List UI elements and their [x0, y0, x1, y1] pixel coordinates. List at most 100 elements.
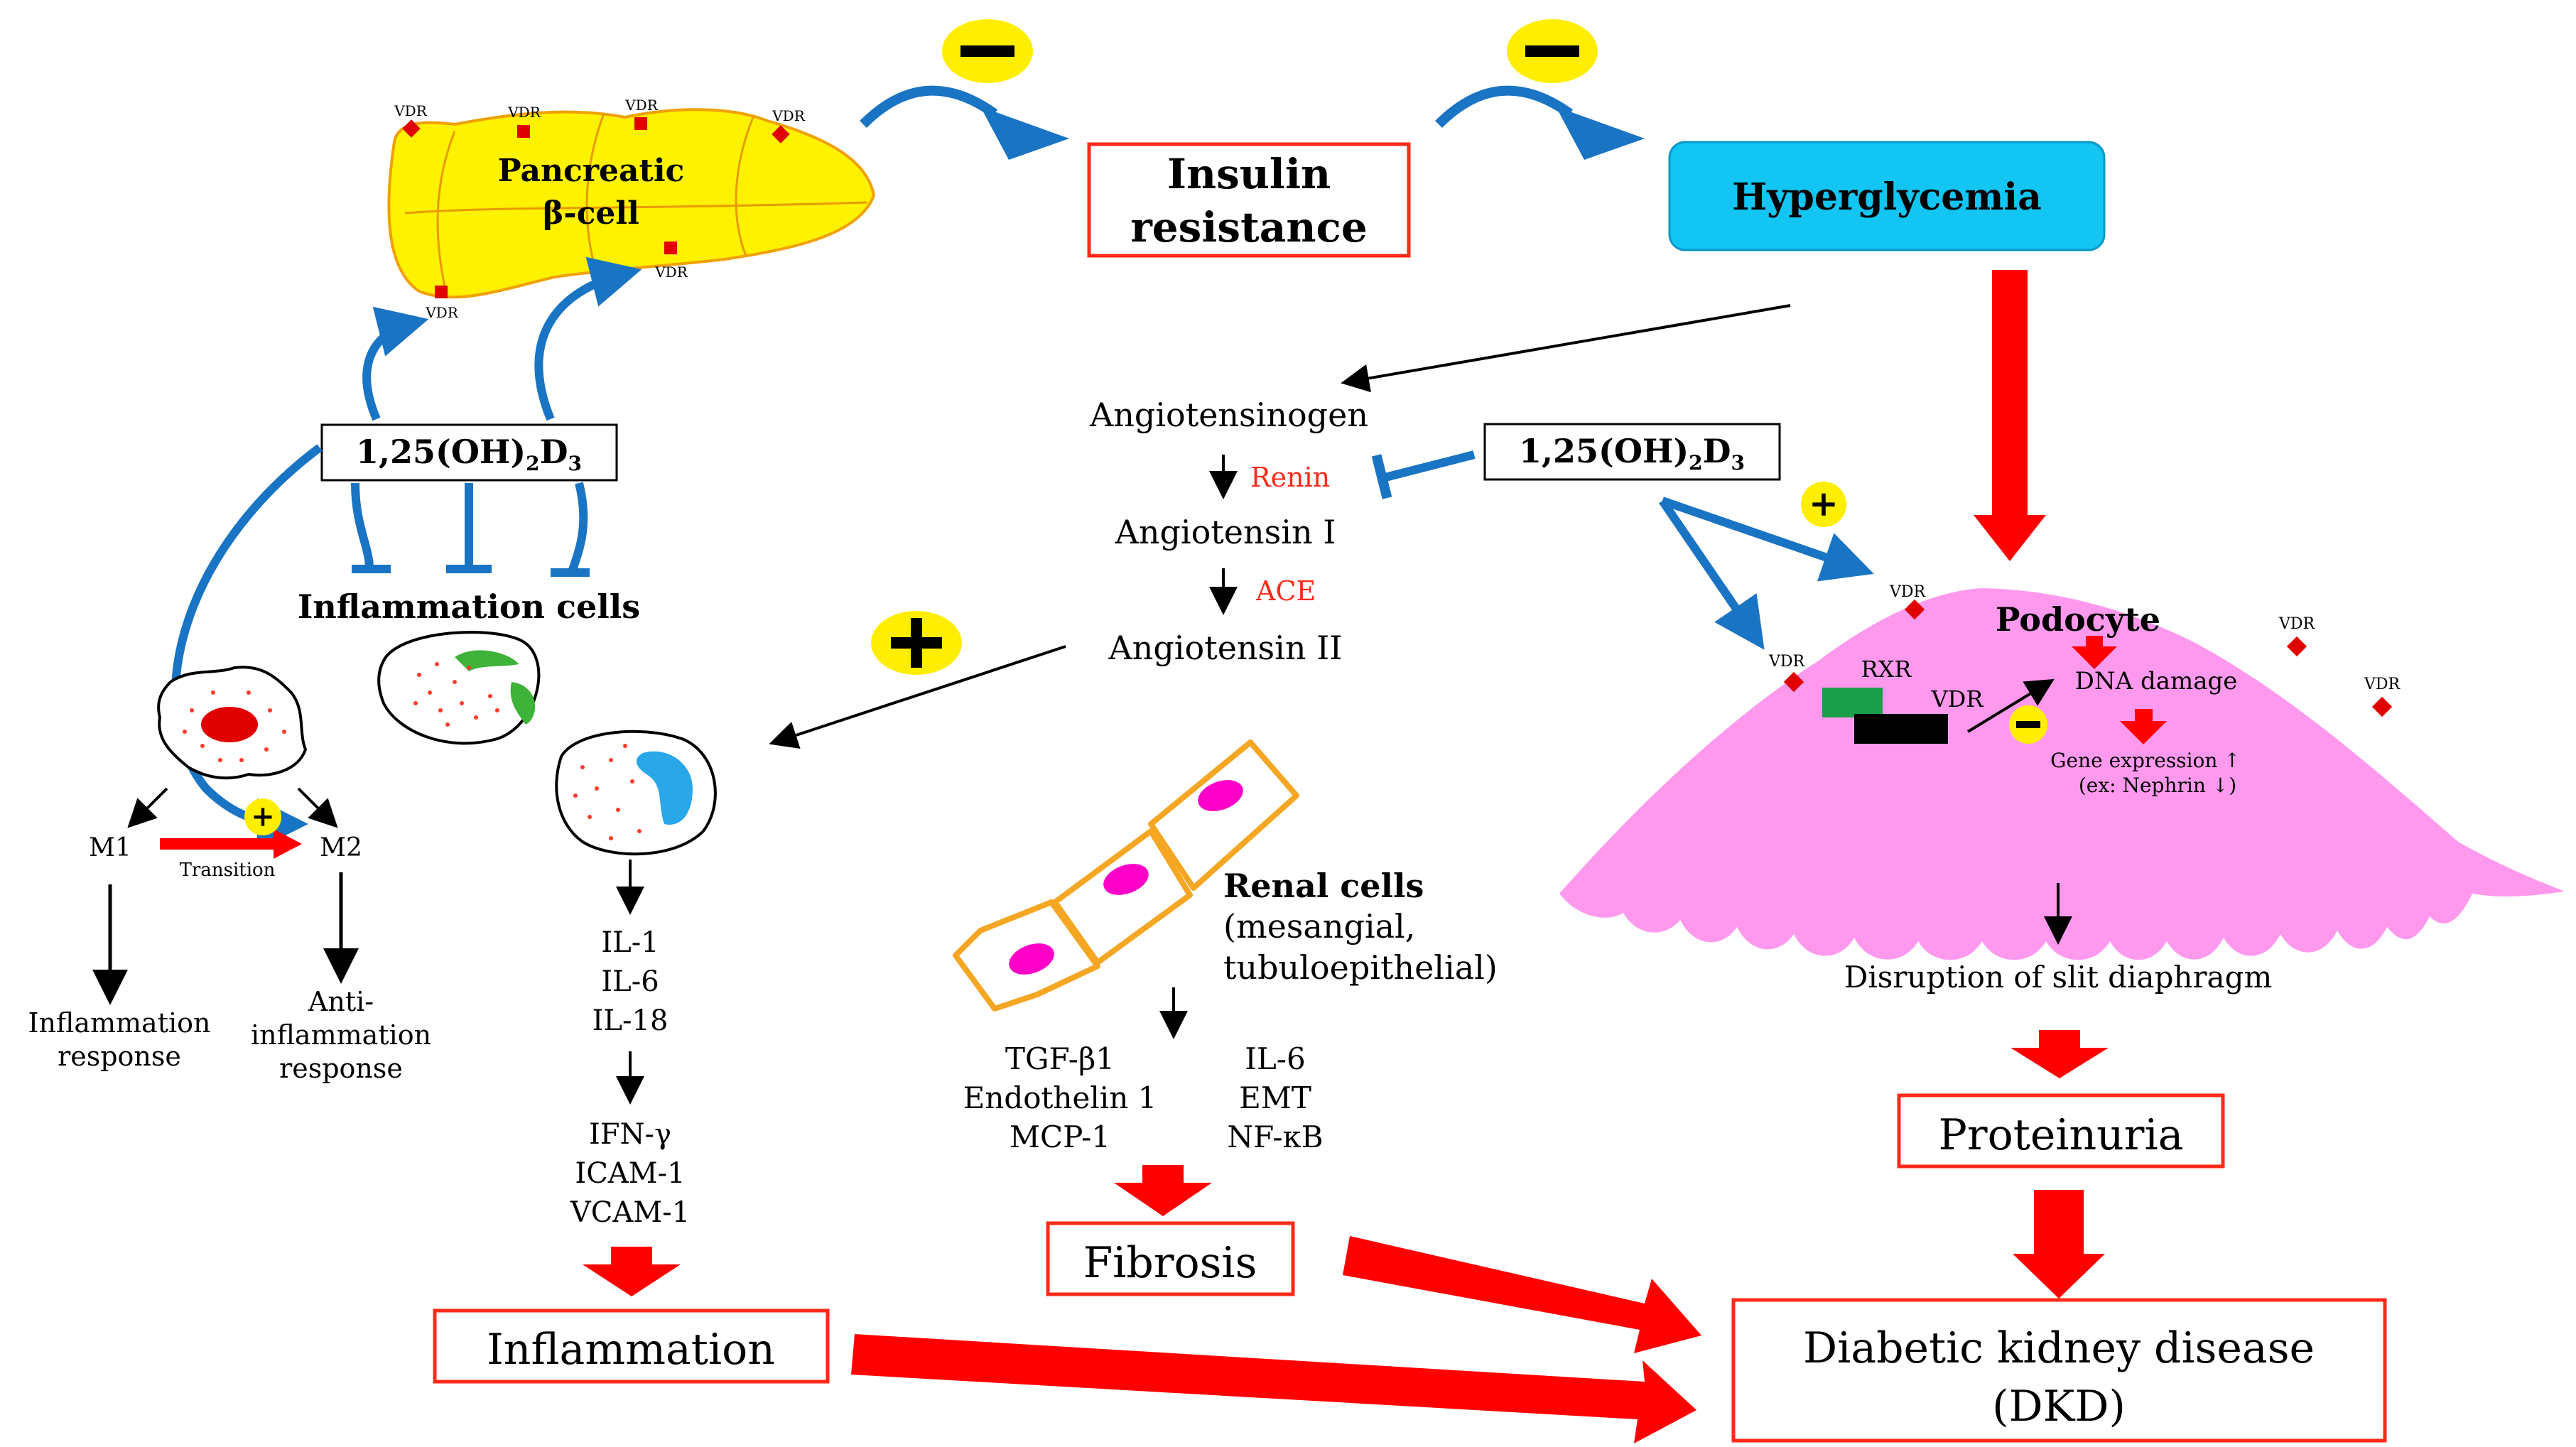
svg-text:VDR: VDR	[2364, 676, 2401, 693]
ace-label: ACE	[1255, 575, 1316, 607]
svg-text:+: +	[1809, 482, 1839, 524]
svg-text:1,25(OH)2D3: 1,25(OH)2D3	[356, 433, 582, 475]
cytokine-vcam: VCAM-1	[570, 1196, 690, 1229]
red-arrow-inflammation-to-dkd	[851, 1334, 1696, 1443]
insulin-resistance-box: Insulin resistance	[1087, 142, 1411, 258]
dkd-box: Diabetic kidney disease (DKD)	[1731, 1298, 2387, 1443]
svg-text:1,25(OH)2D3: 1,25(OH)2D3	[1519, 432, 1745, 475]
svg-text:VDR: VDR	[1931, 685, 1984, 712]
svg-text:RXR: RXR	[1861, 656, 1912, 683]
svg-text:(DKD): (DKD)	[1992, 1382, 2126, 1431]
svg-text:VDR: VDR	[2278, 615, 2316, 633]
arrow-angiotensin-to-cell	[769, 645, 1066, 749]
vitamin-d-box-right: 1,25(OH)2D3	[1483, 423, 1781, 481]
svg-text:VDR: VDR	[425, 304, 458, 321]
marker-mcp: MCP-1	[1010, 1120, 1110, 1154]
podocyte-vdr-receptors: VDR VDR VDR VDR	[1768, 583, 2401, 717]
inflammation-cell-image	[377, 631, 541, 745]
dna-damage-label: DNA damage	[2075, 667, 2238, 695]
svg-text:VDR: VDR	[624, 97, 658, 114]
cytokine-il6: IL-6	[601, 965, 659, 998]
red-arrow-to-dkd	[2013, 1190, 2105, 1299]
hyperglycemia-box: Hyperglycemia	[1668, 141, 2106, 251]
nephrin-label: (ex: Nephrin ↓)	[2079, 774, 2236, 797]
marker-tgf: TGF-β1	[1005, 1041, 1115, 1076]
podocyte-shape	[1559, 588, 2565, 960]
inhibit-inflammation-3	[568, 482, 588, 573]
marker-emt: EMT	[1239, 1080, 1311, 1115]
blue-arrow-insulin-to-hyper	[1435, 85, 1574, 128]
immune-cell-image	[555, 730, 717, 856]
blue-arrow-pancreas-to-insulin	[860, 85, 998, 128]
plus-badge-transition: +	[244, 798, 281, 835]
m2-label: M2	[320, 833, 362, 862]
plus-badge-angiotensin	[871, 611, 962, 675]
angiotensinogen-label: Angiotensinogen	[1089, 396, 1368, 434]
svg-text:VDR: VDR	[1768, 653, 1806, 671]
macrophage-image	[157, 666, 308, 780]
red-arrow-fibrosis-to-dkd	[1343, 1236, 1701, 1353]
svg-text:VDR: VDR	[772, 107, 805, 124]
rxr-vdr-complex: RXR VDR	[1822, 656, 1984, 744]
renin-label: Renin	[1250, 462, 1330, 493]
m1-label: M1	[89, 833, 131, 862]
red-arrow-to-proteinuria	[2011, 1030, 2109, 1078]
svg-text:Diabetic kidney disease: Diabetic kidney disease	[1803, 1323, 2315, 1373]
angiotensin1-label: Angiotensin I	[1115, 513, 1336, 551]
arrow-to-dna-damage	[1966, 678, 2055, 733]
red-arrow-to-gene	[2120, 709, 2167, 744]
svg-text:VDR: VDR	[394, 102, 427, 119]
cytokine-icam: ICAM-1	[575, 1157, 685, 1190]
arrow-hyper-to-angiotensinogen	[1341, 304, 1791, 393]
marker-il6: IL-6	[1245, 1041, 1305, 1076]
svg-text:VDR: VDR	[507, 104, 541, 121]
transition-arrow	[160, 829, 302, 859]
blue-arrow-vitd-to-pancreas-2	[534, 256, 642, 421]
marker-endothelin: Endothelin 1	[963, 1080, 1157, 1115]
m1-response-2: response	[58, 1041, 181, 1072]
inhibit-renin	[1384, 450, 1476, 482]
podocyte-title: Podocyte	[1996, 600, 2160, 639]
pancreas-title-1: Pancreatic	[498, 153, 685, 189]
svg-text:VDR: VDR	[654, 264, 688, 281]
minus-badge-podocyte	[2009, 705, 2047, 744]
svg-text:Hyperglycemia: Hyperglycemia	[1732, 175, 2042, 219]
minus-badge-2	[1507, 19, 1598, 83]
red-arrow-to-dna	[2072, 636, 2117, 669]
inflammation-cells-label: Inflammation cells	[298, 587, 640, 626]
red-arrow-to-fibrosis	[1114, 1165, 1212, 1216]
red-arrow-to-inflammation	[583, 1247, 681, 1296]
svg-text:Insulin: Insulin	[1167, 150, 1331, 198]
cytokine-il18: IL-18	[592, 1004, 669, 1037]
blue-arrow-vitd-to-pancreas-1	[362, 306, 429, 421]
m2-response-3: response	[279, 1053, 403, 1084]
marker-nfkb: NF-κB	[1227, 1120, 1323, 1154]
plus-badge-podocyte: +	[1801, 482, 1846, 527]
svg-text:+: +	[251, 800, 275, 833]
blue-arrow-vitd-to-vdr-left	[1659, 498, 1765, 650]
vitamin-d-box-left: 1,25(OH)2D3	[320, 423, 618, 482]
svg-text:Inflammation: Inflammation	[487, 1325, 775, 1375]
svg-text:resistance: resistance	[1130, 203, 1368, 251]
inflammation-box: Inflammation	[433, 1308, 830, 1384]
pancreas-title-2: β-cell	[543, 195, 639, 232]
renal-sub-2: tubuloepithelial)	[1223, 948, 1498, 987]
renal-sub-1: (mesangial,	[1223, 907, 1415, 945]
blue-arrowhead-2	[1556, 107, 1645, 160]
pancreas-vdr-receptors: VDR VDR VDR VDR VDR VDR	[394, 97, 805, 321]
arrow-to-m1	[127, 787, 168, 828]
blue-arrowhead-1	[980, 107, 1069, 160]
svg-text:Fibrosis: Fibrosis	[1083, 1238, 1257, 1288]
m2-response-2: inflammation	[251, 1019, 431, 1051]
arrow-to-m2	[297, 787, 338, 828]
transition-label: Transition	[180, 860, 276, 881]
m1-response-1: Inflammation	[28, 1007, 211, 1039]
fibrosis-box: Fibrosis	[1046, 1221, 1295, 1296]
renal-title: Renal cells	[1223, 867, 1424, 905]
cytokine-il1: IL-1	[601, 926, 659, 959]
m2-response-1: Anti-	[308, 986, 374, 1017]
angiotensin2-label: Angiotensin II	[1108, 629, 1343, 667]
inhibit-inflammation-1	[351, 482, 374, 569]
cytokine-ifn: IFN-γ	[589, 1118, 671, 1151]
